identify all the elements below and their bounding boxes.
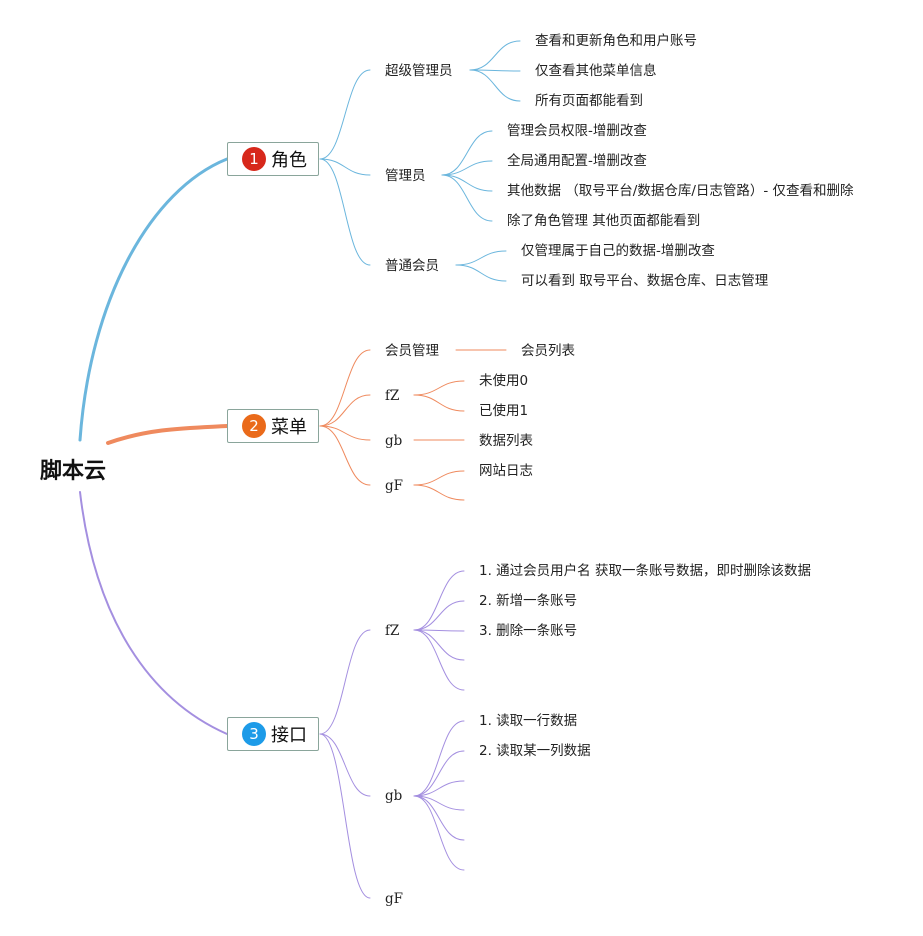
- connector: [413, 394, 465, 412]
- leaf[interactable]: 1. 读取一行数据: [479, 713, 578, 729]
- connector: [413, 750, 465, 797]
- connector: [469, 40, 521, 71]
- leaf[interactable]: 其他数据 （取号平台/数据仓库/日志管路）- 仅查看和删除: [507, 183, 854, 199]
- leaf[interactable]: 仅管理属于自己的数据-增删改查: [521, 243, 715, 259]
- node-member[interactable]: 普通会员: [385, 258, 439, 274]
- leaf[interactable]: 所有页面都能看到: [535, 93, 643, 109]
- leaf[interactable]: 管理会员权限-增删改查: [507, 123, 647, 139]
- number-3-icon: 3: [242, 722, 266, 746]
- branch-roles[interactable]: 1 角色: [227, 142, 319, 176]
- branch-menu[interactable]: 2 菜单: [227, 409, 319, 443]
- node-gf[interactable]: gF: [385, 478, 404, 494]
- connector: [469, 69, 521, 102]
- leaf[interactable]: 全局通用配置-增删改查: [507, 153, 647, 169]
- node-fz[interactable]: fZ: [385, 623, 400, 639]
- root-topic[interactable]: 脚本云: [40, 459, 107, 484]
- connector: [413, 629, 465, 691]
- connector: [413, 780, 465, 797]
- leaf[interactable]: 已使用1: [479, 403, 529, 419]
- connector: [413, 600, 465, 631]
- connector: [319, 349, 371, 427]
- connector: [469, 69, 521, 72]
- connector: [319, 733, 371, 797]
- leaf[interactable]: 网站日志: [479, 463, 533, 479]
- leaf[interactable]: 可以看到 取号平台、数据仓库、日志管理: [521, 273, 769, 289]
- node-gb[interactable]: gb: [385, 788, 403, 804]
- connector: [413, 470, 465, 486]
- node-super-admin[interactable]: 超级管理员: [385, 63, 453, 79]
- connector: [413, 484, 465, 501]
- leaf[interactable]: 3. 删除一条账号: [479, 623, 578, 639]
- leaf[interactable]: 会员列表: [521, 343, 575, 359]
- branch-label: 角色: [271, 150, 307, 171]
- number-1-icon: 1: [242, 147, 266, 171]
- connector: [441, 130, 493, 176]
- leaf[interactable]: 数据列表: [479, 433, 533, 449]
- connector: [319, 733, 371, 899]
- connector: [319, 158, 371, 266]
- node-gb[interactable]: gb: [385, 433, 403, 449]
- branch-api[interactable]: 3 接口: [227, 717, 319, 751]
- number-2-icon: 2: [242, 414, 266, 438]
- leaf[interactable]: 1. 通过会员用户名 获取一条账号数据，即时删除该数据: [479, 563, 811, 579]
- connector: [413, 795, 465, 841]
- connector: [413, 629, 465, 632]
- connector: [455, 250, 507, 266]
- connector: [413, 570, 465, 631]
- connector: [319, 394, 371, 427]
- connector: [319, 629, 371, 735]
- connector: [319, 158, 371, 176]
- leaf[interactable]: 2. 新增一条账号: [479, 593, 578, 609]
- connector: [441, 160, 493, 176]
- connector: [319, 425, 371, 441]
- leaf[interactable]: 除了角色管理 其他页面都能看到: [507, 213, 701, 229]
- connector: [441, 174, 493, 192]
- root-connector-1: [78, 157, 229, 442]
- node-fz[interactable]: fZ: [385, 388, 400, 404]
- branch-label: 菜单: [271, 417, 307, 438]
- connector: [441, 174, 493, 222]
- node-gf[interactable]: gF: [385, 891, 404, 907]
- root-connector-2: [106, 424, 229, 445]
- connector: [455, 264, 507, 282]
- root-connector-3: [79, 491, 228, 735]
- leaf[interactable]: 仅查看其他菜单信息: [535, 63, 657, 79]
- connector: [413, 720, 465, 797]
- connector: [319, 69, 371, 160]
- connector: [319, 425, 371, 486]
- connector: [413, 795, 465, 871]
- node-admin[interactable]: 管理员: [385, 168, 426, 184]
- connector: [413, 380, 465, 396]
- leaf[interactable]: 未使用0: [479, 373, 529, 389]
- node-member-mgmt[interactable]: 会员管理: [385, 343, 439, 359]
- leaf[interactable]: 查看和更新角色和用户账号: [535, 33, 697, 49]
- branch-label: 接口: [271, 725, 307, 746]
- leaf[interactable]: 2. 读取某一列数据: [479, 743, 591, 759]
- connector: [413, 629, 465, 661]
